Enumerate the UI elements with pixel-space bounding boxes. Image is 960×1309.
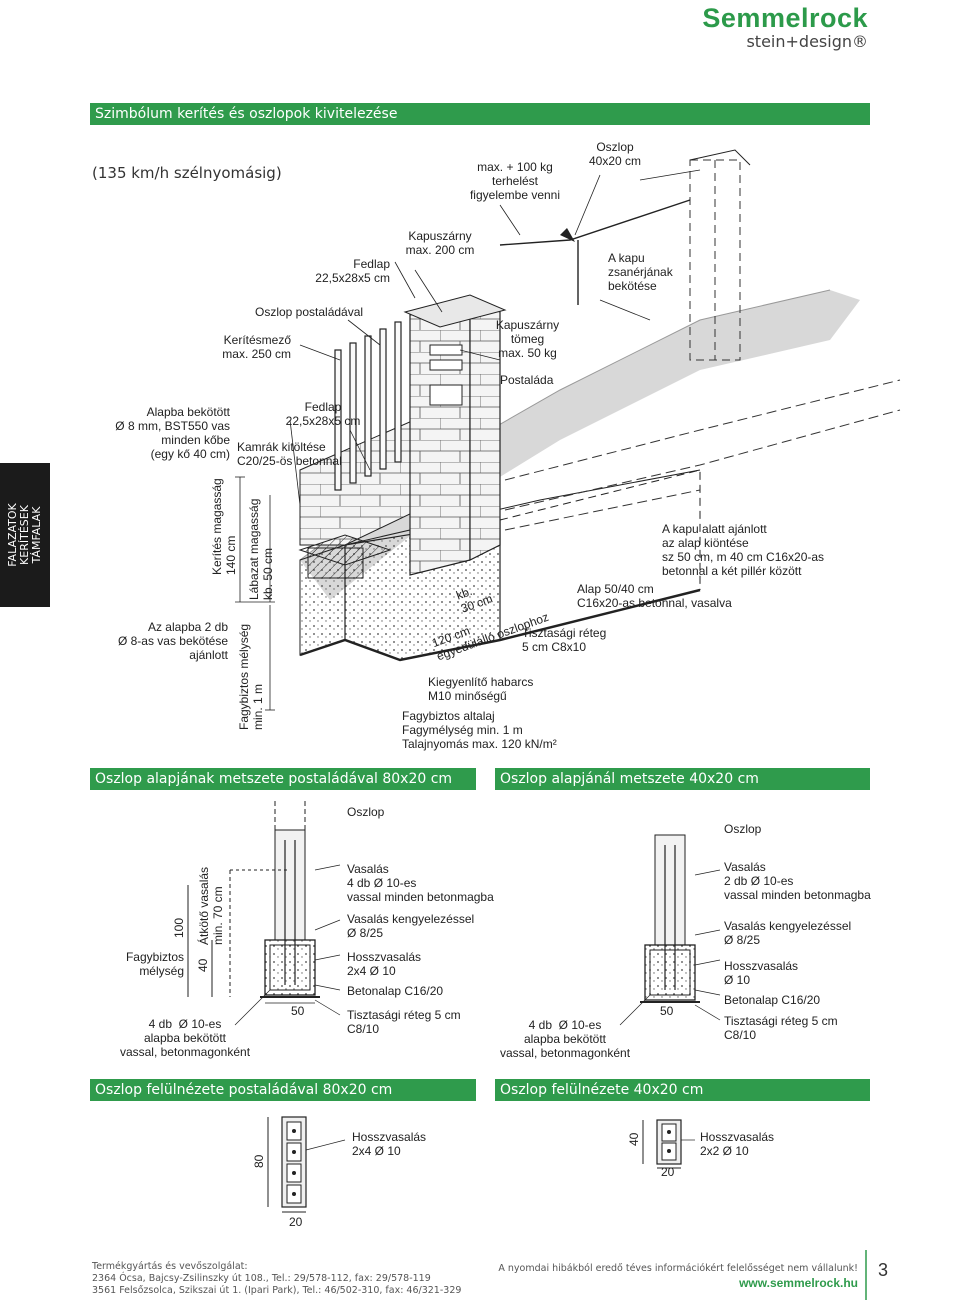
label-s3l-dim80: 80	[252, 1154, 266, 1168]
label-kamrak: Kamrák kitöltése C20/25-ös betonnal	[237, 440, 342, 468]
page-number: 3	[878, 1260, 889, 1280]
label-s2r-tisztasagi: Tisztasági réteg 5 cm C8/10	[724, 1014, 838, 1042]
brand-logo: Semmelrock stein+design®	[702, 4, 868, 51]
label-fedlap-top: Fedlap 22,5x28x5 cm	[315, 257, 390, 285]
label-oszlop-postaladaval: Oszlop postaládával	[255, 305, 364, 319]
label-s3l-hossz: Hosszvasalás 2x4 Ø 10	[352, 1130, 427, 1158]
label-fedlap-mid: Fedlap 22,5x28x5 cm	[285, 400, 361, 428]
label-oszlop-top: Oszlop 40x20 cm	[588, 140, 642, 168]
label-s2r-betonalap: Betonalap C16/20	[724, 993, 821, 1007]
topview-bar-right: Oszlop felülnézete 40x20 cm	[495, 1079, 870, 1101]
label-s2l-dim50: 50	[291, 1004, 305, 1018]
label-kapuszarny-tomeg: Kapuszárny tömeg max. 50 kg	[495, 318, 560, 360]
topview-bar-left-title: Oszlop felülnézete postaládával 80x20 cm	[95, 1082, 393, 1098]
section-bar-right-title: Oszlop alapjánál metszete 40x20 cm	[500, 771, 759, 787]
label-alapba-bekotott: Alapba bekötött Ø 8 mm, BST550 vas minde…	[115, 405, 230, 461]
section-bar-left: Oszlop alapjának metszete postaládával 8…	[90, 768, 476, 790]
section-bar-left-title: Oszlop alapjának metszete postaládával 8…	[95, 771, 453, 787]
label-terheles: max. + 100 kg terhelést figyelembe venni	[469, 160, 561, 202]
label-kapu-alatt: A kapu alatt ajánlott az alap kiöntése s…	[662, 522, 825, 578]
subtitle: (135 km/h szélnyomásig)	[92, 164, 282, 182]
footer-disclaimer: A nyomdai hibákból eredő téves informáci…	[498, 1263, 858, 1274]
label-s2r-oszlop: Oszlop	[724, 822, 762, 836]
label-s2l-atkoto: Átkötő vasalás min. 70 cm	[197, 866, 225, 945]
label-s2r-vasalas: Vasalás 2 db Ø 10-es vassal minden beton…	[724, 860, 871, 902]
label-s2l-vasalas-kengy: Vasalás kengyelezéssel Ø 8/25	[347, 912, 475, 940]
section-right-drawing	[619, 834, 721, 1026]
footer-contact: Termékgyártás és vevőszolgálat: 2364 Ócs…	[92, 1261, 462, 1296]
label-labazat: Lábazat magasság kb. 50 cm	[247, 498, 275, 600]
topview-left-drawing	[267, 1116, 346, 1213]
label-postalada: Postaláda	[500, 373, 554, 387]
brand-tagline: stein+design®	[746, 32, 868, 51]
label-s2l-negy-db: 4 db Ø 10-es alapba bekötött vassal, bet…	[119, 1017, 251, 1059]
label-s3l-dim20: 20	[289, 1215, 303, 1229]
label-s3r-dim40: 40	[627, 1132, 641, 1146]
label-alap: Alap 50/40 cm C16x20-as betonnal, vasalv…	[577, 582, 732, 610]
label-fagybiztos-altalaj: Fagybiztos altalaj Fagymélység min. 1 m …	[402, 709, 557, 751]
section-left-drawing	[187, 800, 341, 1026]
section-bar-right: Oszlop alapjánál metszete 40x20 cm	[495, 768, 870, 790]
label-s2l-betonalap: Betonalap C16/20	[347, 984, 444, 998]
brand-name: Semmelrock	[702, 3, 868, 33]
label-s2l-dim40: 40	[196, 958, 210, 972]
label-s3r-hossz: Hosszvasalás 2x2 Ø 10	[700, 1130, 775, 1158]
footer-website-link[interactable]: www.semmelrock.hu	[739, 1276, 858, 1290]
label-s3r-dim20: 20	[661, 1165, 675, 1179]
label-s2l-vasalas: Vasalás 4 db Ø 10-es vassal minden beton…	[347, 862, 494, 904]
label-kapuszarny-max: Kapuszárny max. 200 cm	[405, 229, 475, 257]
label-s2l-hossz: Hosszvasalás 2x4 Ø 10	[347, 950, 422, 978]
page-title: Szimbólum kerítés és oszlopok kivitelezé…	[95, 106, 398, 122]
label-s2r-negy-db: 4 db Ø 10-es alapba bekötött vassal, bet…	[499, 1018, 631, 1060]
label-kapu-zsaner: A kapu zsanérjának bekötése	[608, 251, 673, 293]
label-s2l-fagybiztos: Fagybiztos mélység	[125, 950, 184, 978]
label-kerites-magassag: Kerítés magasság 140 cm	[210, 478, 238, 575]
side-category-tab[interactable]: FALAZATOK KERÍTÉSEK TÁMFALAK	[0, 463, 50, 607]
label-s2r-vasalas-kengy: Vasalás kengyelezéssel Ø 8/25	[724, 919, 852, 947]
topview-right-drawing	[642, 1119, 695, 1169]
label-s2l-dim100: 100	[172, 917, 186, 938]
label-az-alapba: Az alapba 2 db Ø 8-as vas bekötése ajánl…	[117, 620, 228, 662]
topview-bar-right-title: Oszlop felülnézete 40x20 cm	[500, 1082, 704, 1098]
label-s2r-hossz: Hosszvasalás Ø 10	[724, 959, 799, 987]
label-tisztasagi: Tisztasági réteg 5 cm C8x10	[522, 626, 607, 654]
title-bar: Szimbólum kerítés és oszlopok kivitelezé…	[90, 103, 870, 125]
label-s2l-oszlop: Oszlop	[347, 805, 385, 819]
label-s2r-dim50: 50	[660, 1004, 674, 1018]
label-s2l-tisztasagi: Tisztasági réteg 5 cm C8/10	[347, 1008, 461, 1036]
label-fagyb-melyseg: Fagybiztos mélység min. 1 m	[237, 623, 265, 730]
topview-bar-left: Oszlop felülnézete postaládával 80x20 cm	[90, 1079, 476, 1101]
label-kiegyenlito: Kiegyenlítő habarcs M10 minőségű	[428, 675, 534, 703]
label-keritesmezo: Kerítésmező max. 250 cm	[222, 333, 291, 361]
